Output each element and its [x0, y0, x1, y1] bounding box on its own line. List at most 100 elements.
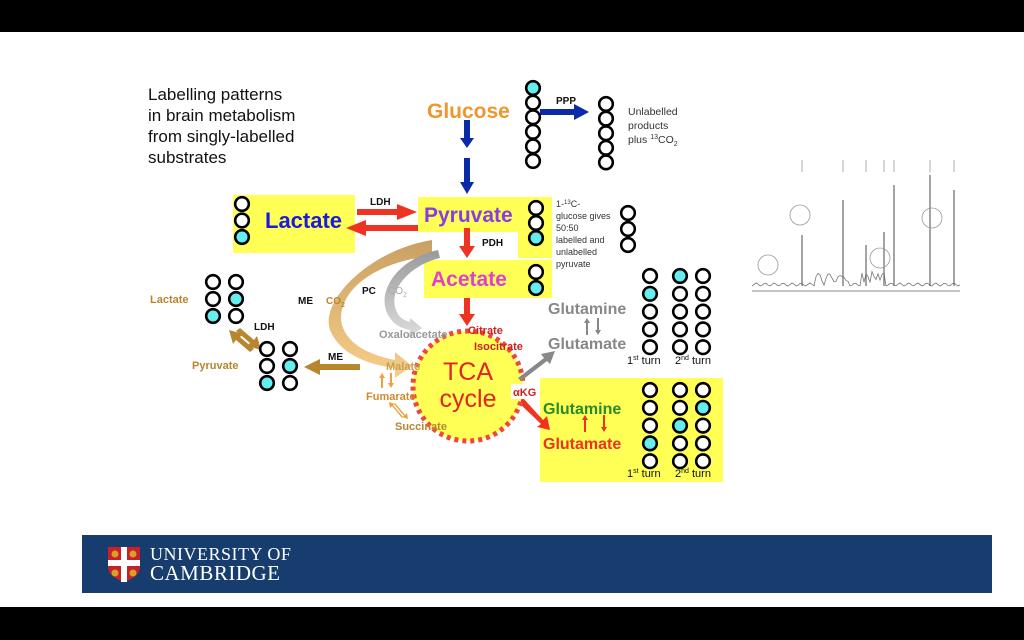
- note-line: plus 13CO2: [628, 134, 678, 148]
- citrate-label: Citrate: [468, 325, 503, 337]
- spectrum-bg: [748, 155, 962, 300]
- note-line: pyruvate: [556, 259, 591, 269]
- me-co2-label: CO2: [326, 296, 345, 309]
- glutamate-grey-2nd-chain-carbon: [671, 303, 689, 320]
- t: turn: [689, 468, 711, 480]
- glutamate-grey-2nd-chain-carbon: [671, 285, 689, 302]
- carbon-chains: [204, 79, 712, 470]
- wordmark-line1: UNIVERSITY OF: [150, 544, 292, 564]
- note-line: products: [628, 120, 668, 132]
- akg-label-bg: [511, 384, 535, 399]
- glucose-label: Glucose: [427, 100, 510, 123]
- lactate-left-chain-carbon: [227, 273, 245, 291]
- superscript: 13: [564, 200, 571, 206]
- tan-arrows: [229, 328, 360, 375]
- enzyme-labels: PPP LDH PDH ME CO2 PC CO2 LDH ME: [254, 96, 576, 363]
- glutamate-1st-chain-labelled-carbon: [641, 435, 659, 452]
- ldh-left-up-arrow-icon: [229, 330, 254, 352]
- glutamate-grey-2nd-chain-carbon: [694, 303, 712, 320]
- ppp-label: PPP: [556, 96, 576, 107]
- pyruvate-box: [418, 197, 552, 258]
- glutamate-grey-label: Glutamate: [548, 336, 626, 353]
- ppp-product-chain-carbon: [597, 95, 615, 113]
- arrow-up-icon: [582, 415, 588, 432]
- arrow-down-icon: [388, 373, 394, 388]
- fumarate-label: Fumarate: [366, 391, 416, 403]
- glutamine-grey-label: Glutamine: [548, 301, 626, 318]
- pyruvate-unlabelled-chain-carbon: [619, 220, 637, 238]
- glutamine-label: Glutamine: [543, 401, 621, 418]
- glutamate-grey-2nd-chain-carbon: [694, 321, 712, 338]
- pyruvate-left-chain-carbon: [258, 340, 276, 358]
- glutamate-grey-2nd-chain-carbon: [671, 339, 689, 356]
- title-line: in brain metabolism: [148, 106, 295, 125]
- acetate-to-tca-arrow-icon: [459, 298, 475, 326]
- arrow-down-icon: [595, 318, 601, 335]
- lactate-left-chain-carbon: [227, 307, 245, 325]
- glutamate-2nd-chain-carbon: [694, 453, 712, 470]
- grey-exchange-arrows: [584, 318, 601, 335]
- isocitrate-label: Isocitrate: [474, 341, 523, 353]
- glutamate-grey-1st-chain-labelled-carbon: [641, 285, 659, 302]
- metabolite-labels: Glucose Lactate Pyruvate Acetate Citrate…: [150, 100, 626, 453]
- title-line: substrates: [148, 148, 226, 167]
- pyruvate-left-chain-carbon: [281, 340, 299, 358]
- ppp-note: Unlabelled products plus 13CO2: [628, 106, 678, 148]
- glutamate-grey-2nd-chain-carbon: [671, 321, 689, 338]
- glutamate-grey-2nd-chain-carbon: [694, 285, 712, 302]
- pc-label: PC: [362, 286, 376, 297]
- glutamate-2nd-chain-carbon: [694, 435, 712, 452]
- t: 2: [675, 355, 681, 367]
- slide-title: Labelling patterns in brain metabolism f…: [148, 85, 295, 167]
- pyruvate-left-chain-carbon: [281, 374, 299, 392]
- succinate-label: Succinate: [395, 421, 447, 433]
- glutamate-2nd-chain-labelled-carbon: [694, 399, 712, 416]
- note-line: glucose gives: [556, 211, 611, 221]
- pyruvate-left-label: Pyruvate: [192, 360, 238, 372]
- arrow-icon: [389, 402, 403, 418]
- turn-1-label: 1st turn: [627, 355, 661, 367]
- glucose-chain-carbon: [524, 123, 542, 140]
- glutamate-grey-1st-chain-carbon: [641, 321, 659, 338]
- me-left-label: ME: [328, 352, 343, 363]
- nmr-spectrum-image: [748, 155, 962, 300]
- glutamate-grey-1st-chain-carbon: [641, 267, 659, 285]
- glutamate-2nd-chain-carbon: [671, 381, 689, 399]
- note-line: 1-13C-: [556, 199, 580, 209]
- oxaloacetate-label: Oxaloacetate: [379, 329, 447, 341]
- glutamate-2nd-chain-carbon: [671, 453, 689, 470]
- pyruvate-unlabelled-chain-carbon: [619, 236, 637, 254]
- spectrum-inset: [869, 247, 891, 269]
- spectrum-inset: [789, 204, 811, 226]
- glutamate-grey-1st-chain-carbon: [641, 303, 659, 320]
- wordmark-line2: CAMBRIDGE: [150, 561, 281, 585]
- malate-label: Malate: [386, 361, 420, 373]
- ppp-product-chain-carbon: [597, 110, 615, 127]
- glutamate-label: Glutamate: [543, 436, 621, 453]
- lactate-chain-labelled-carbon: [233, 228, 251, 246]
- arrow-icon: [394, 403, 408, 419]
- spectrum-trace: [751, 270, 961, 287]
- pdh-label: PDH: [482, 238, 503, 249]
- sup: nd: [681, 355, 689, 362]
- acetate-label: Acetate: [431, 268, 507, 291]
- acetate-chain-carbon: [527, 263, 545, 281]
- glutamate-1st-chain-carbon: [641, 399, 659, 416]
- acetate-chain-labelled-carbon: [527, 279, 545, 297]
- note-text: 1-: [556, 199, 564, 209]
- spectrum-inset: [757, 254, 779, 276]
- lactate-left-chain-carbon: [204, 273, 222, 291]
- spectrum-inset: [921, 207, 943, 229]
- lactate-chain-carbon: [233, 195, 251, 213]
- superscript: 13: [650, 134, 658, 141]
- turn-1-label: 1st turn: [627, 468, 661, 480]
- pyruvate-chain-carbon: [527, 214, 545, 232]
- note-line: unlabelled: [556, 247, 597, 257]
- grey-arrow-icon: [518, 351, 555, 381]
- t: 1: [627, 355, 633, 367]
- cambridge-crest-icon: [108, 547, 140, 582]
- glutamate-grey-2nd-chain-carbon: [694, 267, 712, 285]
- note-line: labelled and: [556, 235, 605, 245]
- glutamate-box: [540, 378, 723, 482]
- glucose-chain-carbon: [524, 109, 542, 126]
